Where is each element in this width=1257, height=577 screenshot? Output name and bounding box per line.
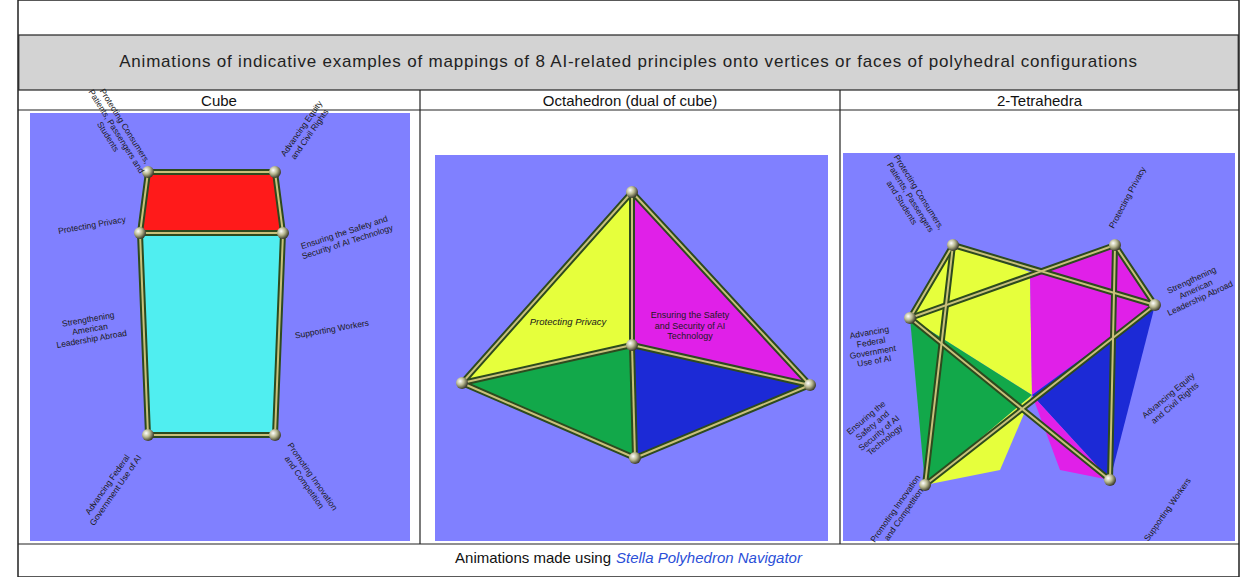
row-line <box>18 109 1239 110</box>
footer-text: Animations made using <box>455 549 611 566</box>
cube-figure <box>134 166 289 441</box>
octahedron-figure <box>456 186 816 464</box>
footer-row: Animations made using Stella Polyhedron N… <box>18 545 1239 569</box>
column-header: Cube <box>18 91 420 110</box>
table-frame <box>18 0 1239 577</box>
column-line <box>839 90 840 544</box>
table-title: Animations of indicative examples of map… <box>40 35 1217 90</box>
principle-label: Ensuring the Safety and Security of AI T… <box>642 310 738 341</box>
row-line <box>18 543 1239 544</box>
tetrahedra-figure <box>904 239 1161 491</box>
title-row <box>19 35 1239 90</box>
column-header: 2-Tetrahedra <box>840 91 1239 110</box>
column-line <box>419 90 420 544</box>
panel-ground <box>30 113 410 541</box>
principle-label: Protecting Privacy <box>518 317 618 328</box>
column-header: Octahedron (dual of cube) <box>420 91 840 110</box>
footer-link: Stella Polyhedron Navigator <box>616 549 802 566</box>
panel-ground <box>435 155 828 541</box>
